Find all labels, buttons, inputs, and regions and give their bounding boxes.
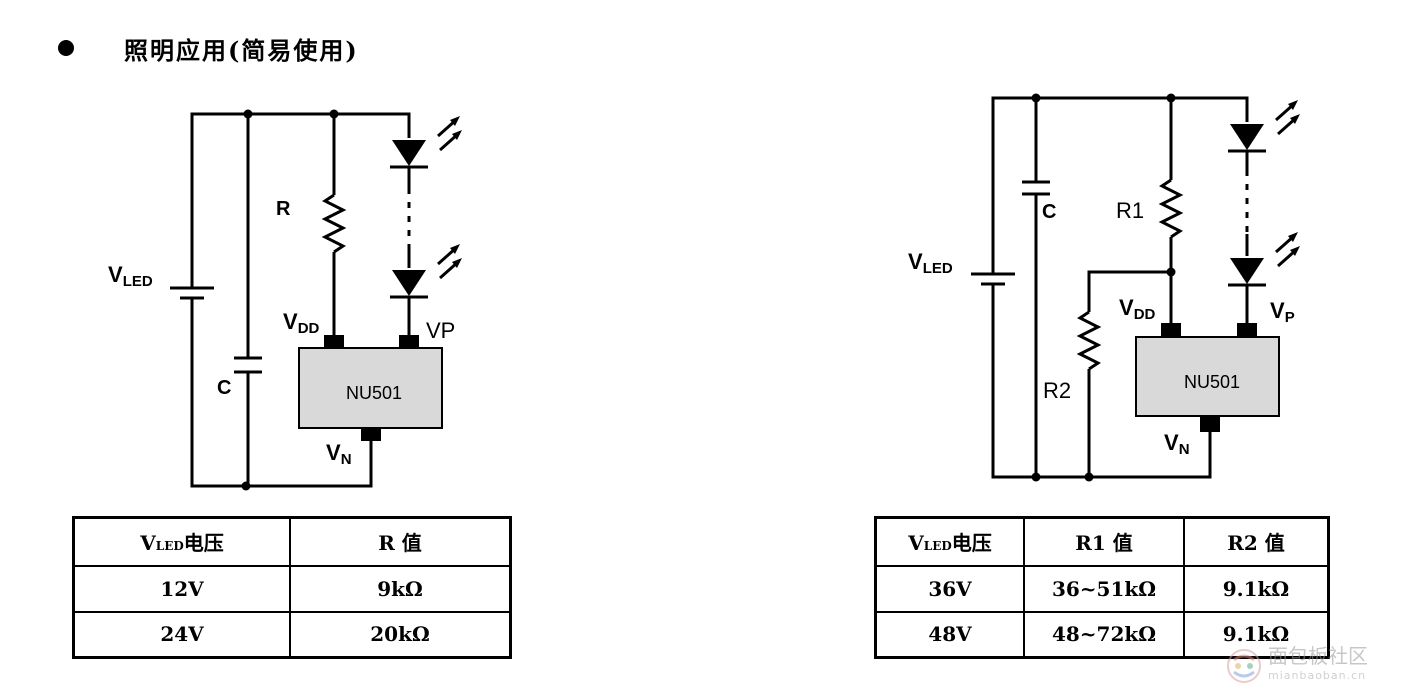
right-vdd-pin [1161, 323, 1181, 337]
right-vled-label: VLED [908, 249, 953, 277]
heading-title: 照明应用(简易使用) [124, 35, 359, 65]
right-battery-symbol [971, 272, 1015, 286]
right-vn-pin [1200, 416, 1220, 432]
header-cell-r1: R1 值 [1023, 516, 1185, 567]
right-junction-dots [1031, 93, 1176, 482]
right-vp-pin [1237, 323, 1257, 337]
table-cell: 9kΩ [289, 564, 512, 613]
table-row: 24V 20kΩ [72, 610, 512, 659]
header-cell-r2: R2 值 [1183, 516, 1330, 567]
right-r1-label: R1 [1116, 198, 1144, 223]
left-vdd-pin [324, 335, 344, 349]
header-cell-vled: VLED电压 [72, 516, 291, 567]
right-vp-label: VP [1270, 298, 1295, 326]
left-resistor-table: VLED电压 R 值 12V 9kΩ 24V 20kΩ [72, 516, 512, 659]
left-bottom-wire [190, 298, 373, 488]
right-chip [1135, 336, 1280, 417]
table-cell: 24V [72, 610, 291, 659]
left-vn-label: VN [326, 440, 352, 468]
right-resistor-r1 [1158, 178, 1184, 239]
right-vn-label: VN [1164, 430, 1190, 458]
table-cell: 48V [874, 610, 1025, 659]
right-capacitor-symbol [1022, 180, 1050, 196]
header-cell-r: R 值 [289, 516, 512, 567]
right-r2-label: R2 [1043, 378, 1071, 403]
left-vn-pin [361, 427, 381, 441]
table-cell: 12V [72, 564, 291, 613]
table-cell: 9.1kΩ [1183, 564, 1330, 613]
table-cell: 9.1kΩ [1183, 610, 1330, 659]
left-vdd-label: VDD [283, 309, 320, 337]
left-vled-label: VLED [108, 262, 153, 290]
left-top-wire [190, 112, 411, 288]
left-c-label: C [217, 377, 231, 399]
table-row: 12V 9kΩ [72, 564, 512, 613]
right-led-2 [1228, 230, 1302, 287]
table-row: 36V 36~51kΩ 9.1kΩ [874, 564, 1330, 613]
table-header-row: VLED电压 R 值 [72, 516, 512, 567]
table-cell: 36V [874, 564, 1025, 613]
section-heading: 照明应用(简易使用) [58, 28, 359, 68]
right-led-1 [1228, 98, 1302, 153]
left-capacitor-symbol [234, 356, 262, 374]
left-battery-symbol [170, 286, 214, 300]
right-top-wire [991, 96, 1249, 274]
right-chip-label: NU501 [1184, 372, 1240, 392]
right-bottom-wire [991, 284, 1212, 479]
right-r2-wire-top [1087, 270, 1171, 312]
table-cell: 48~72kΩ [1023, 610, 1185, 659]
table-cell: 20kΩ [289, 610, 512, 659]
left-chip-label: NU501 [346, 383, 402, 403]
left-chip [298, 347, 443, 429]
table-row: 48V 48~72kΩ 9.1kΩ [874, 610, 1330, 659]
left-vp-pin [399, 335, 419, 349]
right-c-label: C [1042, 201, 1056, 223]
right-resistor-r2 [1076, 310, 1102, 371]
watermark-logo-icon [1227, 649, 1261, 683]
right-resistor-table: VLED电压 R1 值 R2 值 36V 36~51kΩ 9.1kΩ 48V 4… [874, 516, 1330, 659]
right-circuit [991, 96, 1249, 479]
left-led-2 [390, 242, 464, 299]
table-header-row: VLED电压 R1 值 R2 值 [874, 516, 1330, 567]
header-cell-vled: VLED电压 [874, 516, 1025, 567]
bullet-icon [58, 40, 74, 56]
left-led-1 [390, 114, 464, 169]
left-vp-label: VP [426, 318, 455, 343]
left-junction-dots [241, 109, 339, 491]
right-vdd-label: VDD [1119, 295, 1156, 323]
left-circuit [190, 112, 411, 488]
left-r-label: R [276, 198, 291, 220]
table-cell: 36~51kΩ [1023, 564, 1185, 613]
left-resistor [321, 193, 347, 254]
